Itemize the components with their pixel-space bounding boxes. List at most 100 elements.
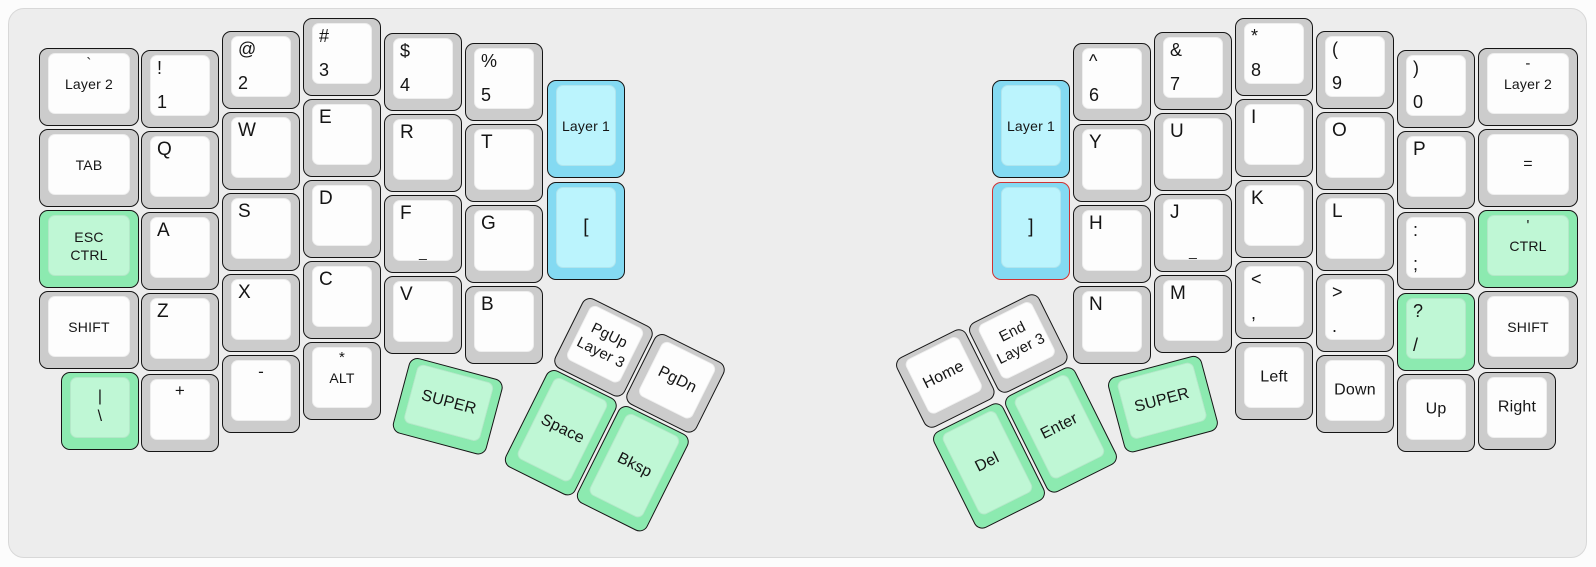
key-i[interactable]: I	[1235, 99, 1313, 177]
key-legend: Down	[1334, 381, 1376, 399]
key-7[interactable]: &7	[1154, 32, 1232, 110]
key-semicolon[interactable]: :;	[1397, 212, 1475, 290]
key-legend: Layer 1	[1006, 117, 1056, 134]
key-layer2-left[interactable]: `Layer 2	[39, 48, 139, 126]
key-pipe-backslash[interactable]: | \	[61, 372, 139, 450]
key-9[interactable]: (9	[1316, 31, 1394, 109]
key-n[interactable]: N	[1073, 286, 1151, 364]
keycap-top: ?/	[1406, 298, 1466, 359]
key-left-arrow[interactable]: Left	[1235, 342, 1313, 420]
key-1[interactable]: !1	[141, 50, 219, 128]
key-legend: J	[1170, 202, 1180, 223]
key-6[interactable]: ^6	[1073, 43, 1151, 121]
key-legend: Z	[157, 301, 169, 322]
key-legend: ,	[1251, 302, 1257, 323]
key-m[interactable]: M	[1154, 275, 1232, 353]
keycap-top: B	[474, 291, 534, 352]
key-legend: _	[419, 243, 427, 260]
key-left-bracket[interactable]: [	[547, 182, 625, 280]
key-2[interactable]: @2	[222, 31, 300, 109]
key-shift-right[interactable]: SHIFT	[1478, 291, 1578, 369]
key-legend: V	[400, 284, 413, 305]
key-up-arrow[interactable]: Up	[1397, 374, 1475, 452]
key-shift-left[interactable]: SHIFT	[39, 291, 139, 369]
key-minus[interactable]: -	[222, 355, 300, 433]
key-h[interactable]: H	[1073, 205, 1151, 283]
key-a[interactable]: A	[141, 212, 219, 290]
key-d[interactable]: D	[303, 180, 381, 258]
key-plus[interactable]: +	[141, 374, 219, 452]
key-o[interactable]: O	[1316, 112, 1394, 190]
key-legend: Space	[538, 410, 588, 447]
keycap-top: =	[1487, 134, 1569, 195]
key-legend: C	[319, 269, 333, 290]
key-right-arrow[interactable]: Right	[1478, 372, 1556, 450]
key-8[interactable]: *8	[1235, 18, 1313, 96]
key-legend: B	[481, 294, 494, 315]
keycap-top: P	[1406, 136, 1466, 197]
keycap-top: Right	[1487, 377, 1547, 438]
keycap-top: K	[1244, 185, 1304, 246]
key-3[interactable]: #3	[303, 18, 381, 96]
keycap-top: S	[231, 198, 291, 259]
key-period[interactable]: >.	[1316, 274, 1394, 352]
keycap-top: | \	[70, 377, 130, 438]
key-l[interactable]: L	[1316, 193, 1394, 271]
keycap-top: Home	[903, 334, 985, 417]
key-e[interactable]: E	[303, 99, 381, 177]
key-layer2-right[interactable]: -Layer 2	[1478, 48, 1578, 126]
key-esc-ctrl[interactable]: ESC CTRL	[39, 210, 139, 288]
key-r[interactable]: R	[384, 114, 462, 192]
key-legend: N	[1089, 294, 1103, 315]
keycap-top: SHIFT	[1487, 296, 1569, 357]
key-legend: `	[86, 55, 92, 72]
key-4[interactable]: $4	[384, 33, 462, 111]
key-j[interactable]: J_	[1154, 194, 1232, 272]
key-x[interactable]: X	[222, 274, 300, 352]
key-q[interactable]: Q	[141, 131, 219, 209]
key-g[interactable]: G	[465, 205, 543, 283]
key-s[interactable]: S	[222, 193, 300, 271]
key-ctrl-right[interactable]: 'CTRL	[1478, 210, 1578, 288]
key-z[interactable]: Z	[141, 293, 219, 371]
keycap-top: U	[1163, 118, 1223, 179]
key-legend: 7	[1170, 73, 1181, 94]
key-legend: 1	[157, 91, 168, 112]
key-alt[interactable]: *ALT	[303, 342, 381, 420]
key-layer1-right[interactable]: Layer 1	[992, 80, 1070, 178]
key-0[interactable]: )0	[1397, 50, 1475, 128]
key-super-right[interactable]: SUPER	[1106, 353, 1220, 455]
key-legend: 3	[319, 59, 330, 80]
key-right-bracket[interactable]: ]	[992, 182, 1070, 280]
key-legend: [	[583, 216, 589, 238]
key-f[interactable]: F_	[384, 195, 462, 273]
key-legend: /	[1413, 334, 1419, 355]
key-legend: Left	[1260, 368, 1288, 386]
key-legend: 6	[1089, 84, 1100, 105]
key-5[interactable]: %5	[465, 43, 543, 121]
key-t[interactable]: T	[465, 124, 543, 202]
keycap-top: Down	[1325, 360, 1385, 421]
key-p[interactable]: P	[1397, 131, 1475, 209]
key-u[interactable]: U	[1154, 113, 1232, 191]
key-legend: W	[238, 120, 257, 141]
key-equals[interactable]: =	[1478, 129, 1578, 207]
key-c[interactable]: C	[303, 261, 381, 339]
key-super-left[interactable]: SUPER	[390, 356, 505, 457]
key-b[interactable]: B	[465, 286, 543, 364]
keycap-top: -Layer 2	[1487, 53, 1569, 114]
key-k[interactable]: K	[1235, 180, 1313, 258]
key-legend: Up	[1425, 400, 1447, 418]
key-comma[interactable]: <,	[1235, 261, 1313, 339]
key-legend: 5	[481, 84, 492, 105]
keycap-top: PgUp Layer 3	[564, 303, 646, 385]
key-y[interactable]: Y	[1073, 124, 1151, 202]
key-layer1-left[interactable]: Layer 1	[547, 80, 625, 178]
key-down-arrow[interactable]: Down	[1316, 355, 1394, 433]
key-tab[interactable]: TAB	[39, 129, 139, 207]
key-slash[interactable]: ?/	[1397, 293, 1475, 371]
key-v[interactable]: V	[384, 276, 462, 354]
keycap-top: ]	[1001, 187, 1061, 268]
keycap-top: V	[393, 281, 453, 342]
key-w[interactable]: W	[222, 112, 300, 190]
